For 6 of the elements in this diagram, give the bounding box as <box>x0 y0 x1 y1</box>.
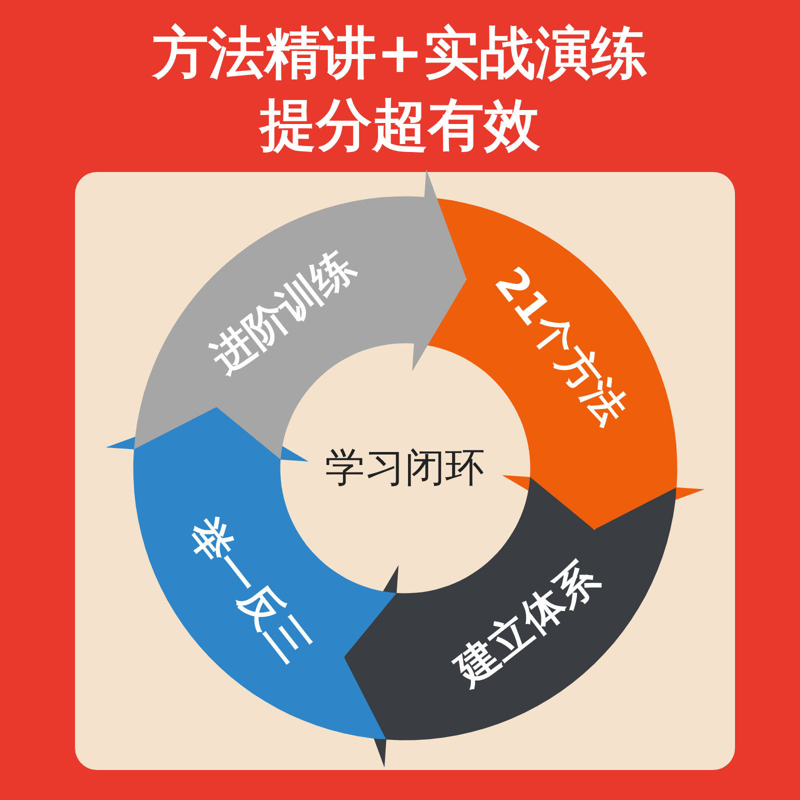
segment-label: 建立体系 <box>448 556 606 693</box>
title: 方法精讲+实战演练提分超有效 <box>150 20 648 160</box>
segment-label: 进阶训练 <box>204 243 362 380</box>
segment-label: 举一反三 <box>180 511 317 670</box>
segment-label: 21个方法 <box>488 260 635 432</box>
center-label: 学习闭环 <box>325 448 485 488</box>
